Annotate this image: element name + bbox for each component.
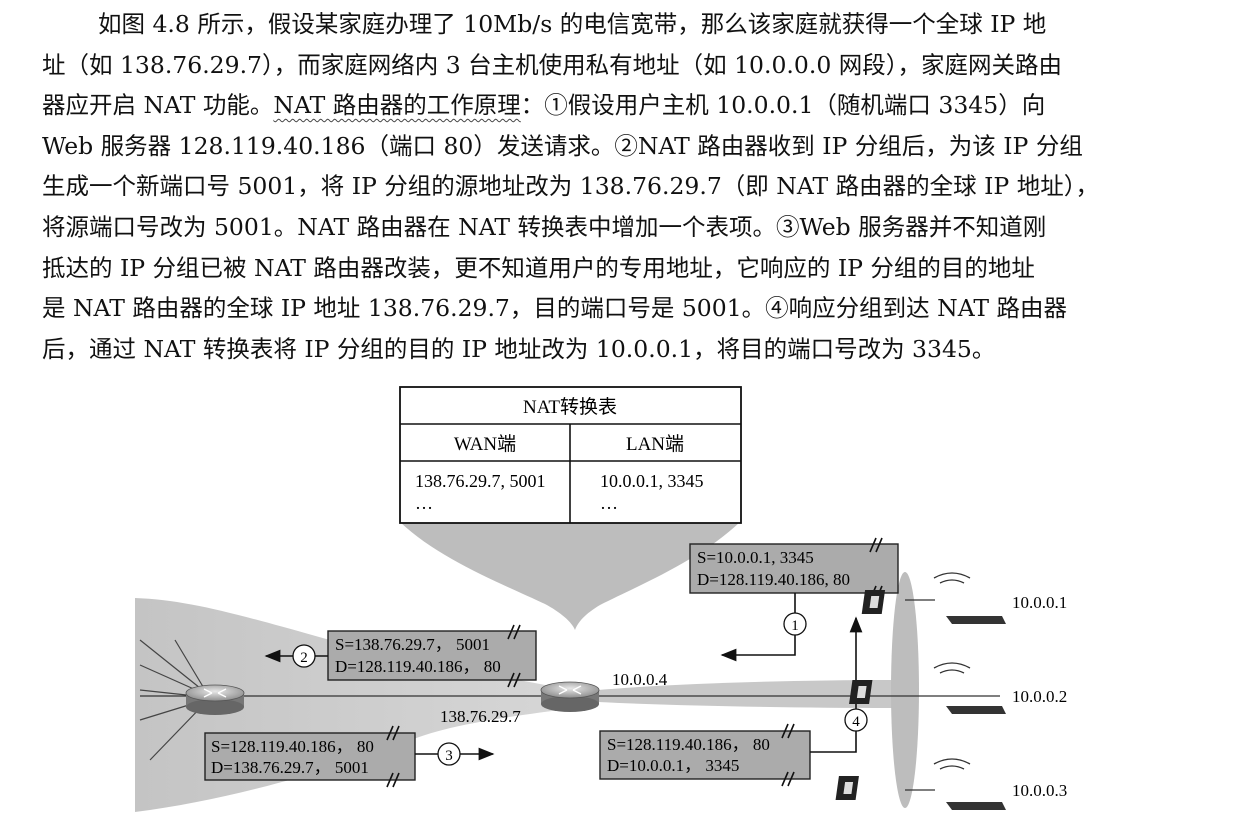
step-1-label: 1 xyxy=(791,618,799,634)
router-wan-ip-label: 138.76.29.7 xyxy=(440,707,521,726)
packet-3-source: S=128.119.40.186， 80 xyxy=(211,737,374,756)
lan-ellipse-shape xyxy=(891,572,919,808)
packet-2-dest: D=128.119.40.186， 80 xyxy=(335,657,501,676)
nat-router-icon xyxy=(540,681,600,712)
step-1-arrow: 1 xyxy=(720,593,807,662)
lan-area-shape xyxy=(598,680,900,708)
host-3-laptop-icon xyxy=(835,758,1006,810)
host-2-laptop-icon xyxy=(849,662,1006,714)
step-2-label: 2 xyxy=(300,650,308,666)
nat-table-wan-ellipsis: … xyxy=(415,493,433,513)
text-line: 器应开启 NAT 功能。NAT 路由器的工作原理：①假设用户主机 10.0.0.… xyxy=(42,91,1046,120)
packet-2-source: S=138.76.29.7， 5001 xyxy=(335,635,490,654)
text-line: 址（如 138.76.29.7），而家庭网络内 3 台主机使用私有地址（如 10… xyxy=(42,50,1062,79)
text-line: 生成一个新端口号 5001，将 IP 分组的源地址改为 138.76.29.7（… xyxy=(42,172,1099,201)
packet-1-source: S=10.0.0.1, 3345 xyxy=(697,548,814,567)
packet-box-2: S=138.76.29.7， 5001 D=128.119.40.186， 80 xyxy=(327,624,537,688)
step-3-arrow: 3 xyxy=(415,742,495,766)
nat-table-lan-entry: 10.0.0.1, 3345 xyxy=(600,471,704,491)
host-1-laptop-icon xyxy=(861,572,1006,624)
text-line: Web 服务器 128.119.40.186（端口 80）发送请求。②NAT 路… xyxy=(42,131,1083,160)
packet-3-dest: D=138.76.29.7， 5001 xyxy=(211,758,369,777)
packet-box-4: S=128.119.40.186， 80 D=10.0.0.1， 3345 xyxy=(599,723,811,787)
underlined-term: NAT 路由器的工作原理 xyxy=(273,91,521,120)
text-line: 如图 4.8 所示，假设某家庭办理了 10Mb/s 的电信宽带，那么该家庭就获得… xyxy=(98,10,1047,38)
text-line: 抵达的 IP 分组已被 NAT 路由器改装，更不知道用户的专用地址，它响应的 I… xyxy=(42,253,1035,282)
packet-box-3: S=128.119.40.186， 80 D=138.76.29.7， 5001 xyxy=(204,725,416,788)
nat-table-title: NAT转换表 xyxy=(523,396,617,418)
wan-router-icon xyxy=(185,684,245,715)
text-line: 后，通过 NAT 转换表将 IP 分组的目的 IP 地址改为 10.0.0.1，… xyxy=(42,334,996,363)
body-paragraph: 如图 4.8 所示，假设某家庭办理了 10Mb/s 的电信宽带，那么该家庭就获得… xyxy=(42,4,1170,369)
nat-table-col-lan: LAN端 xyxy=(626,433,684,455)
packet-1-dest: D=128.119.40.186, 80 xyxy=(697,570,850,589)
nat-table-col-wan: WAN端 xyxy=(454,433,516,455)
step-2-arrow: 2 xyxy=(264,644,328,668)
router-lan-ip-label: 10.0.0.4 xyxy=(612,670,668,689)
packet-4-source: S=128.119.40.186， 80 xyxy=(607,735,770,754)
step-3-label: 3 xyxy=(445,748,453,764)
packet-box-1: S=10.0.0.1, 3345 D=128.119.40.186, 80 xyxy=(689,537,899,601)
host-1-ip-label: 10.0.0.1 xyxy=(1012,593,1067,612)
nat-table-lan-ellipsis: … xyxy=(600,493,618,513)
table-funnel-shape xyxy=(400,522,740,630)
host-3-ip-label: 10.0.0.3 xyxy=(1012,781,1067,800)
host-2-ip-label: 10.0.0.2 xyxy=(1012,687,1067,706)
step-4-label: 4 xyxy=(852,714,860,730)
nat-table-wan-entry: 138.76.29.7, 5001 xyxy=(415,471,546,491)
text-line: 将源端口号改为 5001。NAT 路由器在 NAT 转换表中增加一个表项。③We… xyxy=(42,212,1047,241)
step-4-arrow: 4 xyxy=(810,616,868,753)
nat-translation-table: NAT转换表 WAN端 LAN端 138.76.29.7, 5001 10.0.… xyxy=(399,386,742,524)
packet-4-dest: D=10.0.0.1， 3345 xyxy=(607,756,739,775)
text-line: 是 NAT 路由器的全球 IP 地址 138.76.29.7，目的端口号是 50… xyxy=(42,294,1068,323)
